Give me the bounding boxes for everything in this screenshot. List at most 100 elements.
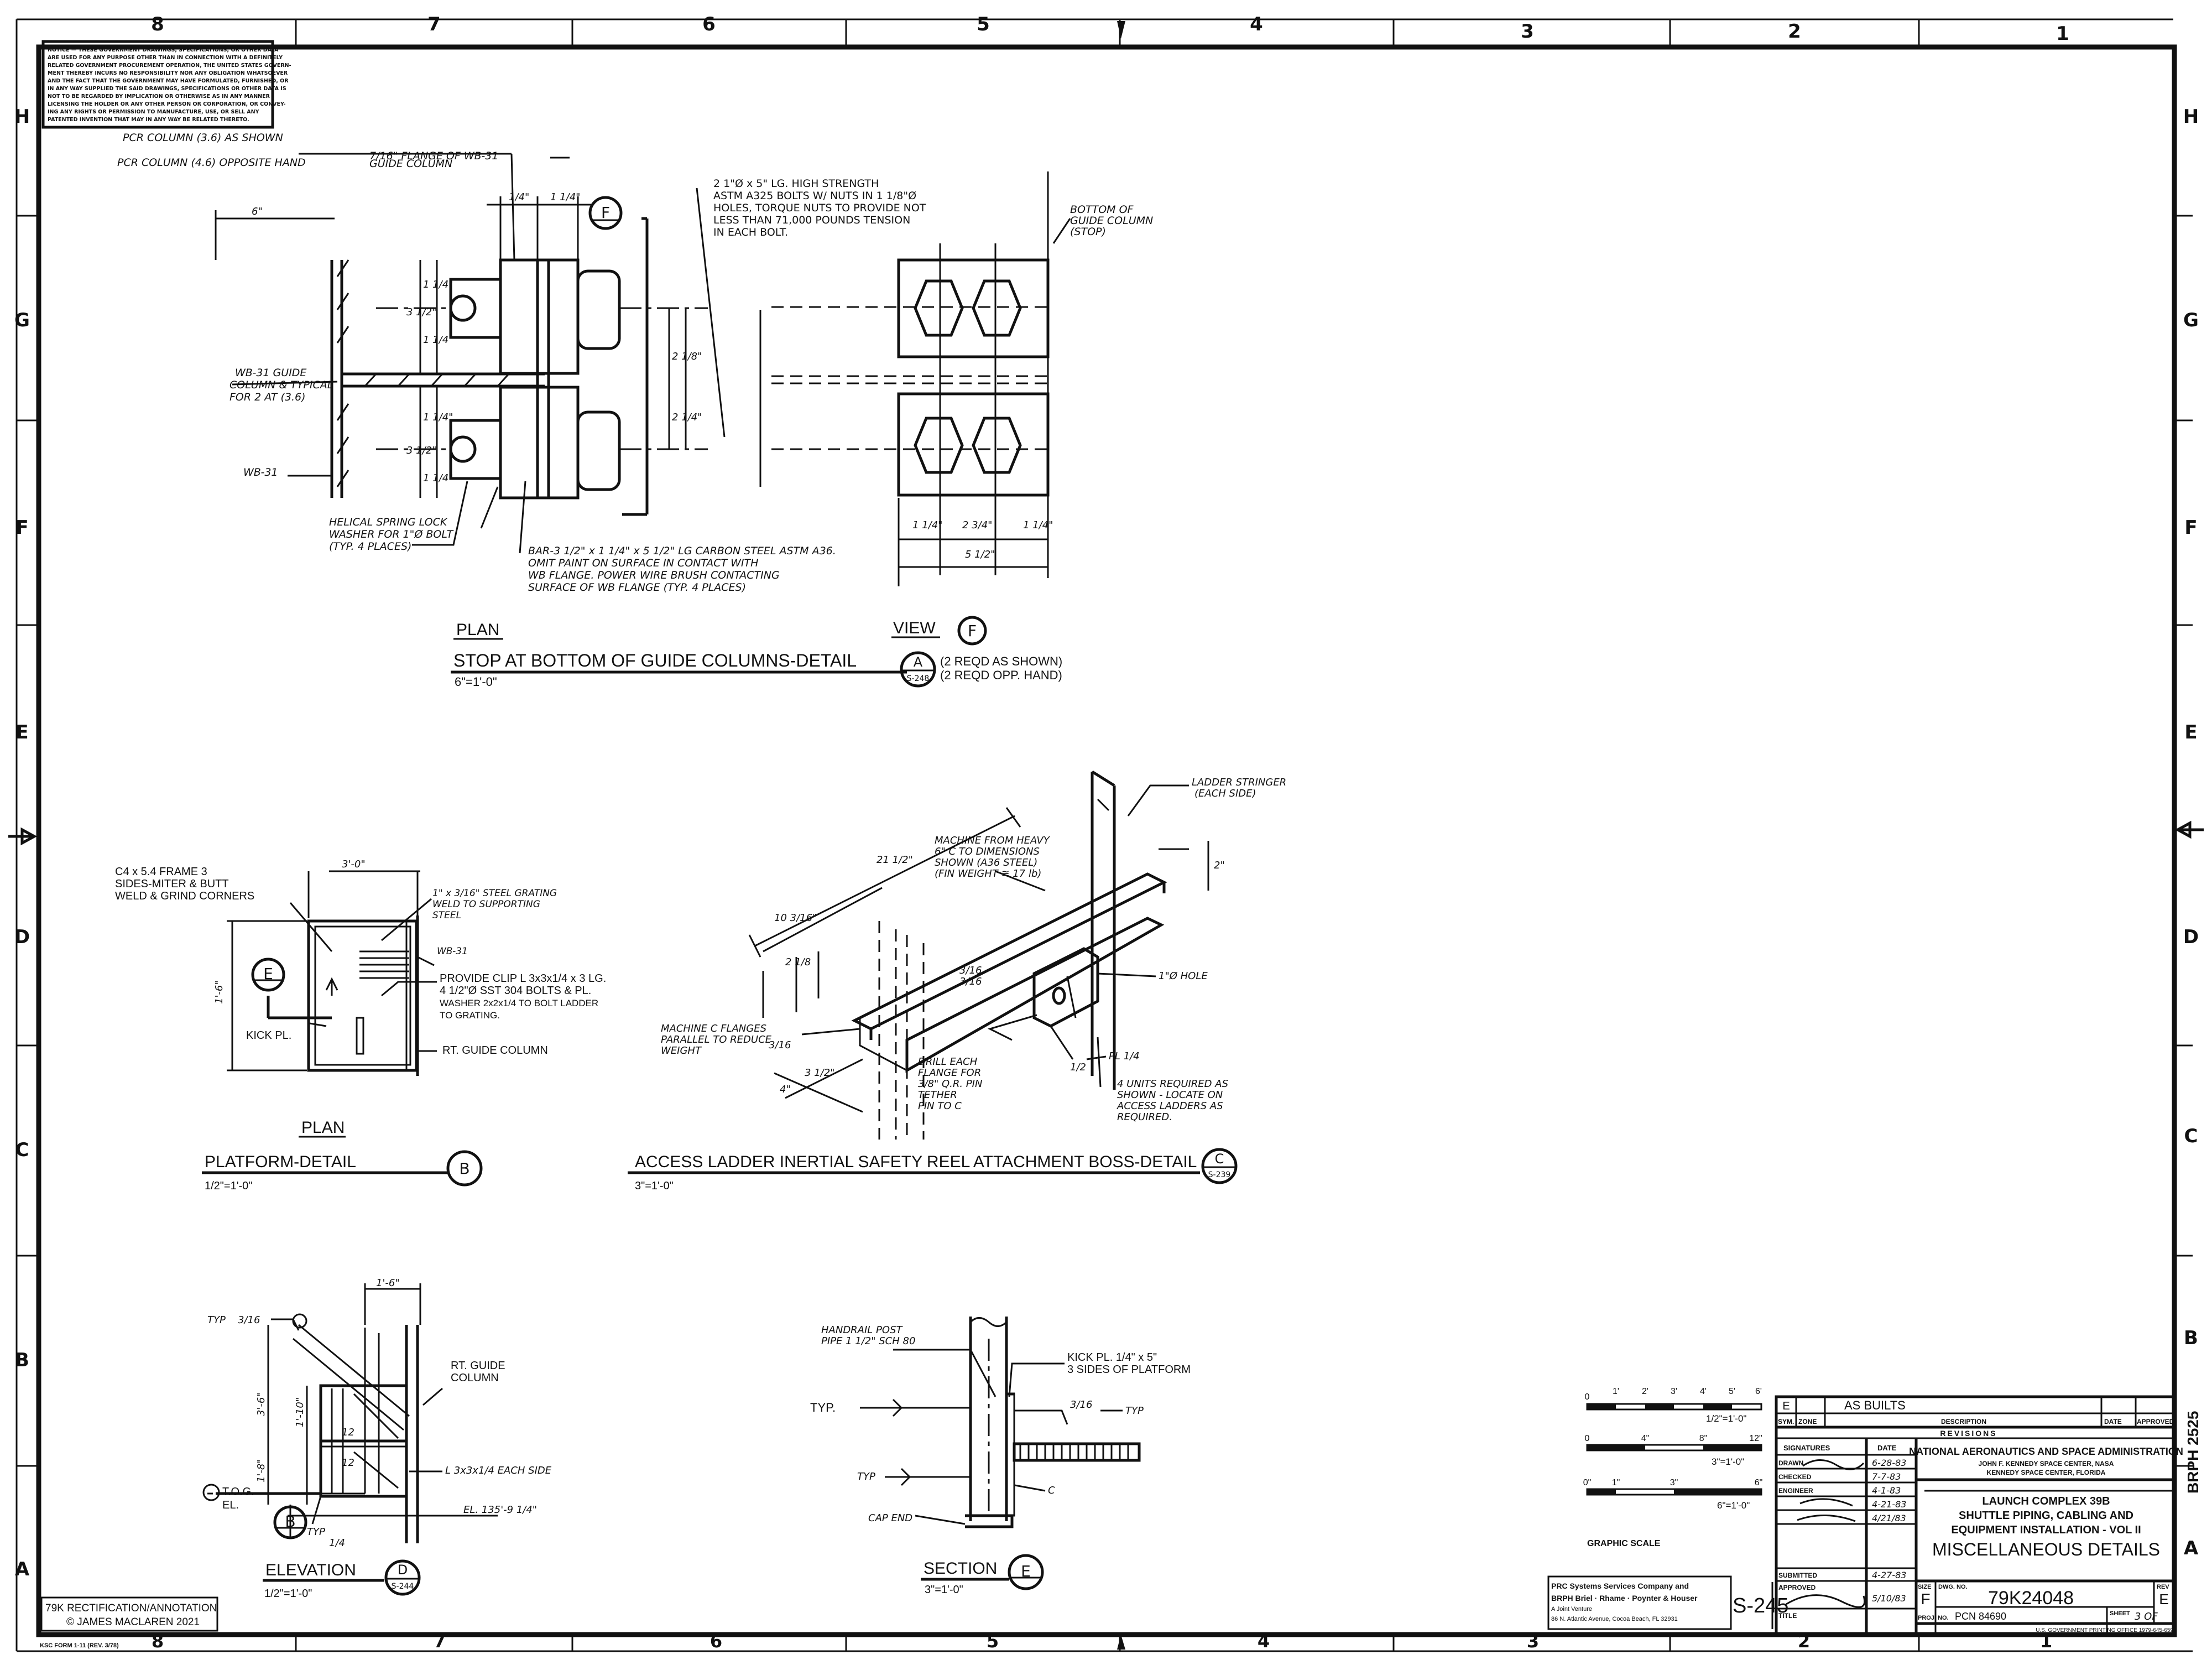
detail-a-qty-2: (2 REQD OPP. HAND) xyxy=(940,668,1062,682)
note-wb31: WB-31 xyxy=(243,466,278,478)
note-clip: PROVIDE CLIP L 3x3x1/4 x 3 LG. xyxy=(440,972,606,985)
detail-b-titles: PLAN PLATFORM-DETAIL 1/2"=1'-0" B xyxy=(202,1118,483,1192)
tb-project-1: LAUNCH COMPLEX 39B xyxy=(1982,1495,2110,1507)
detail-d-titles: ELEVATION 1/2"=1'-0" D S-244 xyxy=(263,1559,421,1600)
notice-line: LICENSING THE HOLDER OR ANY OTHER PERSON… xyxy=(48,101,285,107)
detail-d-elevation: B xyxy=(202,1283,498,1543)
note-flange-2: GUIDE COLUMN xyxy=(369,158,452,170)
note-pcr-opposite: PCR COLUMN (4.6) OPPOSITE HAND xyxy=(117,157,306,169)
note-rt: RT. GUIDE xyxy=(451,1360,505,1372)
row-left-d: D xyxy=(14,926,30,948)
zone-bottom-6: 6 xyxy=(710,1631,722,1652)
dim-2: 2" xyxy=(1214,860,1225,871)
notice-line: AND THE FACT THAT THE GOVERNMENT MAY HAV… xyxy=(48,78,289,84)
detail-b-plan-label: PLAN xyxy=(301,1118,345,1137)
detail-d-callout-sheet: S-244 xyxy=(392,1582,414,1591)
detail-b-plan: E xyxy=(227,870,437,1076)
tb-agency-1: NATIONAL AERONAUTICS AND SPACE ADMINISTR… xyxy=(1909,1446,2183,1457)
detail-a-labels: PCR COLUMN (3.6) AS SHOWN PCR COLUMN (4.… xyxy=(117,132,1153,594)
row-right-c: C xyxy=(2184,1125,2198,1147)
detail-b-labels: C4 x 5.4 FRAME 3 SIDES-MITER & BUTT WELD… xyxy=(115,859,606,1057)
note-kick: KICK PL. 1/4" x 5" xyxy=(1067,1351,1157,1364)
detail-c-title: ACCESS LADDER INERTIAL SAFETY REEL ATTAC… xyxy=(635,1153,1197,1171)
note-el: EL. 135'-9 1/4" xyxy=(463,1504,537,1516)
note-machine: 6" C TO DIMENSIONS xyxy=(935,846,1040,857)
tb-agency-3: KENNEDY SPACE CENTER, FLORIDA xyxy=(1987,1469,2106,1476)
detail-a-titles: PLAN VIEW F STOP AT BOTTOM OF GUIDE COLU… xyxy=(451,616,1062,689)
note-machine: SHOWN (A36 STEEL) xyxy=(935,857,1037,868)
detail-a-callout-letter: A xyxy=(914,654,923,670)
dim-e: 3 1/2" xyxy=(805,1067,834,1079)
row-right-h: H xyxy=(2183,106,2199,128)
dim-h1: 3'-6" xyxy=(255,1392,267,1416)
tb-side-code: BRPH 2525 xyxy=(2184,1411,2201,1494)
zone-top-2: 2 xyxy=(1788,20,1801,43)
note-bar: BAR-3 1/2" x 1 1/4" x 5 1/2" LG CARBON S… xyxy=(528,545,836,557)
tb-submitted: SUBMITTED xyxy=(1778,1572,1817,1579)
note-weld: 3/16 xyxy=(1070,1399,1092,1411)
title-block: E AS BUILTS SYM. ZONE DESCRIPTION DATE A… xyxy=(1775,1395,2201,1636)
note-typ-c: TYP xyxy=(1125,1405,1144,1417)
detail-c-labels: LADDER STRINGER (EACH SIDE) MACHINE FROM… xyxy=(661,777,1286,1123)
scale1-tick: 3' xyxy=(1671,1387,1677,1396)
tb-drawn: DRAWN xyxy=(1778,1459,1803,1467)
detail-a-view-f xyxy=(759,171,1071,586)
notice-line: NOTICE — THESE GOVERNMENT DRAWINGS, SPEC… xyxy=(48,47,279,53)
note-units: REQUIRED. xyxy=(1117,1111,1172,1123)
detail-a-view-letter: F xyxy=(968,622,977,640)
scale2-tick: 12" xyxy=(1749,1434,1762,1443)
note-cl: C xyxy=(1048,1485,1055,1496)
tb-h-signatures: SIGNATURES xyxy=(1783,1444,1830,1452)
form-number: KSC FORM 1-11 (REV. 3/78) xyxy=(40,1642,119,1649)
dim-six: 6" xyxy=(252,206,263,217)
dim-v4: 1 1/4" xyxy=(423,412,453,423)
note-frame: WELD & GRIND CORNERS xyxy=(115,890,254,902)
detail-c-titles: ACCESS LADDER INERTIAL SAFETY REEL ATTAC… xyxy=(628,1148,1238,1192)
row-left-e: E xyxy=(15,721,28,743)
note-handrail: HANDRAIL POST xyxy=(821,1324,904,1336)
dim-21: 21 1/2" xyxy=(877,854,913,866)
scale3-tick: 6" xyxy=(1755,1478,1763,1487)
dim-12a: 12 xyxy=(342,1427,354,1438)
detail-a-dims: 6" 1/4" 1 1/4" 1 1/4" 3 1/2" 1 1/4" 1 1/… xyxy=(252,191,1053,560)
detail-e-titles: SECTION 3"=1'-0" E xyxy=(921,1554,1044,1596)
note-lock: WASHER FOR 1"Ø BOLT xyxy=(329,528,454,540)
note-handrail: PIPE 1 1/2" SCH 80 xyxy=(821,1335,915,1347)
firm-line-2: BRPH Briel · Rhame · Poynter & Houser xyxy=(1551,1594,1698,1603)
tb-eng-date-3: 4/21/83 xyxy=(1872,1513,1906,1523)
row-right-g: G xyxy=(2183,309,2199,331)
scale1-label: 1/2"=1'-0" xyxy=(1706,1413,1746,1424)
note-bolts: IN EACH BOLT. xyxy=(713,226,788,238)
scale3-tick: 1" xyxy=(1612,1478,1620,1487)
dim-10: 10 3/16" xyxy=(774,912,817,924)
note-units: ACCESS LADDERS AS xyxy=(1117,1100,1223,1112)
note-rt: COLUMN xyxy=(451,1372,499,1384)
graphic-scale-title: GRAPHIC SCALE xyxy=(1587,1539,1661,1548)
note-typ-b: TYP xyxy=(857,1471,875,1482)
note-grating: WELD TO SUPPORTING xyxy=(432,899,540,910)
note-flanges: PARALLEL TO REDUCE xyxy=(661,1034,772,1045)
tb-agency-2: JOHN F. KENNEDY SPACE CENTER, NASA xyxy=(1979,1460,2114,1468)
section-marker-f: F xyxy=(588,196,623,230)
zone-bottom-5: 5 xyxy=(987,1631,999,1652)
firm-block: PRC Systems Services Company and BRPH Br… xyxy=(1547,1575,1788,1630)
tb-title-label: TITLE xyxy=(1778,1612,1797,1620)
note-wb-guide: WB-31 GUIDE xyxy=(235,367,306,379)
note-wb-guide: COLUMN & TYPICAL xyxy=(229,379,333,391)
notice-line: NOT TO BE REGARDED BY IMPLICATION OR OTH… xyxy=(48,93,270,100)
dim-d: 3/16 xyxy=(769,1039,791,1051)
note-clip: WASHER 2x2x1/4 TO BOLT LADDER xyxy=(440,998,598,1008)
note-pcr-shown: PCR COLUMN (3.6) AS SHOWN xyxy=(123,132,283,144)
note-bottom: (STOP) xyxy=(1070,226,1106,238)
notice-box: NOTICE — THESE GOVERNMENT DRAWINGS, SPEC… xyxy=(41,40,291,129)
detail-e-labels: HANDRAIL POST PIPE 1 1/2" SCH 80 KICK PL… xyxy=(810,1324,1191,1524)
notice-line: MENT THEREBY INCURS NO RESPONSIBILITY NO… xyxy=(48,70,288,76)
detail-b-scale: 1/2"=1'-0" xyxy=(205,1180,252,1192)
zone-top-1: 1 xyxy=(2056,23,2069,45)
rev-h-desc: DESCRIPTION xyxy=(1941,1418,1986,1426)
tb-rev: E xyxy=(2159,1591,2168,1607)
dim-v5: 3 1/2" xyxy=(406,445,436,456)
note-bolts: 2 1"Ø x 5" LG. HIGH STRENGTH xyxy=(713,178,879,190)
scale2-label: 3"=1'-0" xyxy=(1712,1456,1744,1467)
note-kick: KICK PL. xyxy=(246,1029,291,1042)
